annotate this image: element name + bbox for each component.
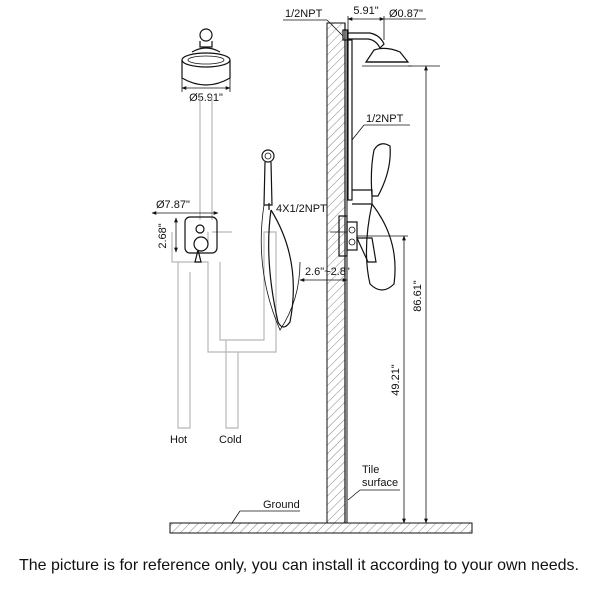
tile-surface-callout: Tile surface (347, 464, 400, 501)
total-height-label: 86.61" (412, 280, 424, 312)
valve-height-label: 49.21" (390, 364, 402, 396)
reference-caption: The picture is for reference only, you c… (19, 557, 579, 574)
valve-trim-front: Ø7.87" 2.68" (151, 199, 219, 263)
slide-bar-side: 1/2NPT (347, 39, 410, 201)
tile-label: Tile (362, 464, 379, 476)
arm-reach-label: 5.91" (353, 5, 378, 17)
cold-label: Cold (219, 434, 242, 446)
wall-depth-label: 2.6"~2.8" (305, 266, 350, 278)
handshower-npt-label: 1/2NPT (366, 113, 404, 125)
height-dimensions: 86.61" 49.21" (390, 65, 428, 524)
wall-depth-dimension: 2.6"~2.8" (299, 262, 350, 290)
riser-pipe (199, 96, 213, 220)
arm-diameter-label: Ø0.87" (389, 8, 423, 20)
showerhead-front-view: Ø5.91" (181, 28, 231, 104)
surface-label: surface (362, 477, 398, 489)
trim-diameter-label: Ø7.87" (156, 199, 190, 211)
valve-side (330, 215, 408, 263)
shower-arm-side: 1/2NPT 5.91" Ø0.87" (283, 5, 440, 67)
trim-height-label: 2.68" (157, 223, 169, 248)
inlet-npt-label: 4X1/2NPT (276, 203, 327, 215)
ground-slab: Ground (169, 499, 473, 534)
ground-label: Ground (263, 499, 300, 511)
wall-section (326, 22, 348, 524)
supply-pipes (171, 231, 277, 429)
top-npt-label: 1/2NPT (285, 8, 323, 20)
handshower-front: 4X1/2NPT (260, 149, 327, 331)
handshower-side (352, 143, 396, 291)
hot-label: Hot (170, 434, 187, 446)
showerhead-diameter-label: Ø5.91" (189, 92, 223, 104)
